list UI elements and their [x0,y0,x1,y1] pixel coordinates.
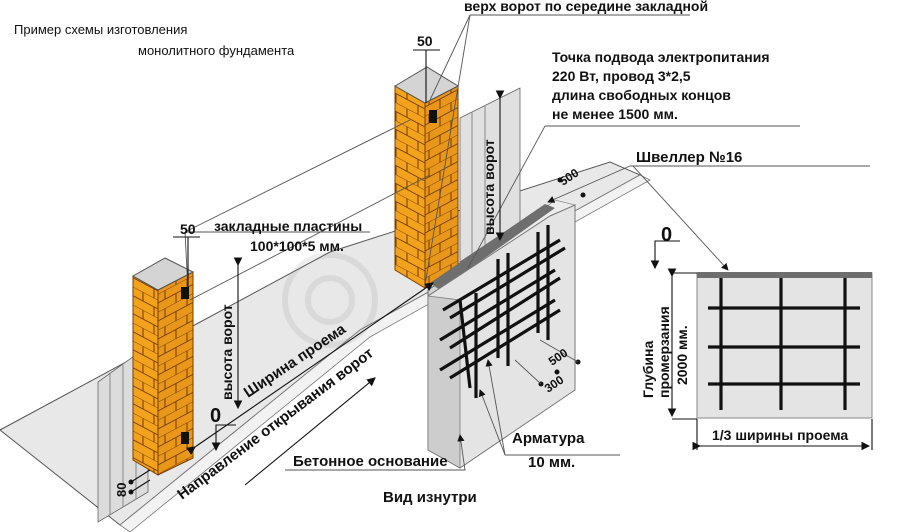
label-gate-height-left: высота ворот [219,304,235,400]
label-rebar-line-1: Арматура [512,430,585,447]
label-gate-height-right: высота ворот [481,139,497,235]
dim-50-left: 50 [180,221,196,237]
label-power-line-2: 220 Вт, провод 3*2,5 [552,68,691,84]
channel-beam [430,204,555,290]
dim-50-right: 50 [417,33,433,49]
label-concrete-base: Бетонное основание [293,453,448,470]
embed-plate-left-bottom [181,432,189,444]
dim-80: 80 [114,483,129,497]
section-width-label: 1/3 ширины проема [712,427,848,443]
embed-plate-right [429,110,437,123]
label-power-line-3: длина свободных концов [552,87,731,103]
section-depth-line-1: Глубина [640,341,656,398]
label-plates-line-1: закладные пластины [214,218,362,234]
rebar-grid [439,225,566,398]
label-rebar-line-2: 10 мм. [528,454,575,471]
title-line-1: Пример схемы изготовления [14,22,187,37]
label-gate-top: верх ворот по середине закладной [464,0,708,14]
embed-plate-left-top [181,287,189,299]
section-depth-line-2: промерзания [656,306,672,398]
section-view [632,165,873,451]
label-power-line-4: не менее 1500 мм. [552,106,678,122]
zero-mark-right: 0 [661,224,672,246]
label-view-inside: Вид изнутри [383,489,477,506]
section-depth-line-3: 2000 мм. [674,325,690,385]
zero-mark-left: 0 [210,405,221,427]
section-channel [697,272,872,278]
pillar-left-cap [131,257,195,291]
leader-lines [128,14,870,495]
pillar-left [131,257,195,476]
label-channel: Швеллер №16 [636,149,742,166]
concrete-foundation [427,199,576,469]
title-line-2: монолитного фундамента [138,43,295,58]
label-power-line-1: Точка подвода электропитания [552,49,770,65]
label-plates-line-2: 100*100*5 мм. [250,238,344,254]
